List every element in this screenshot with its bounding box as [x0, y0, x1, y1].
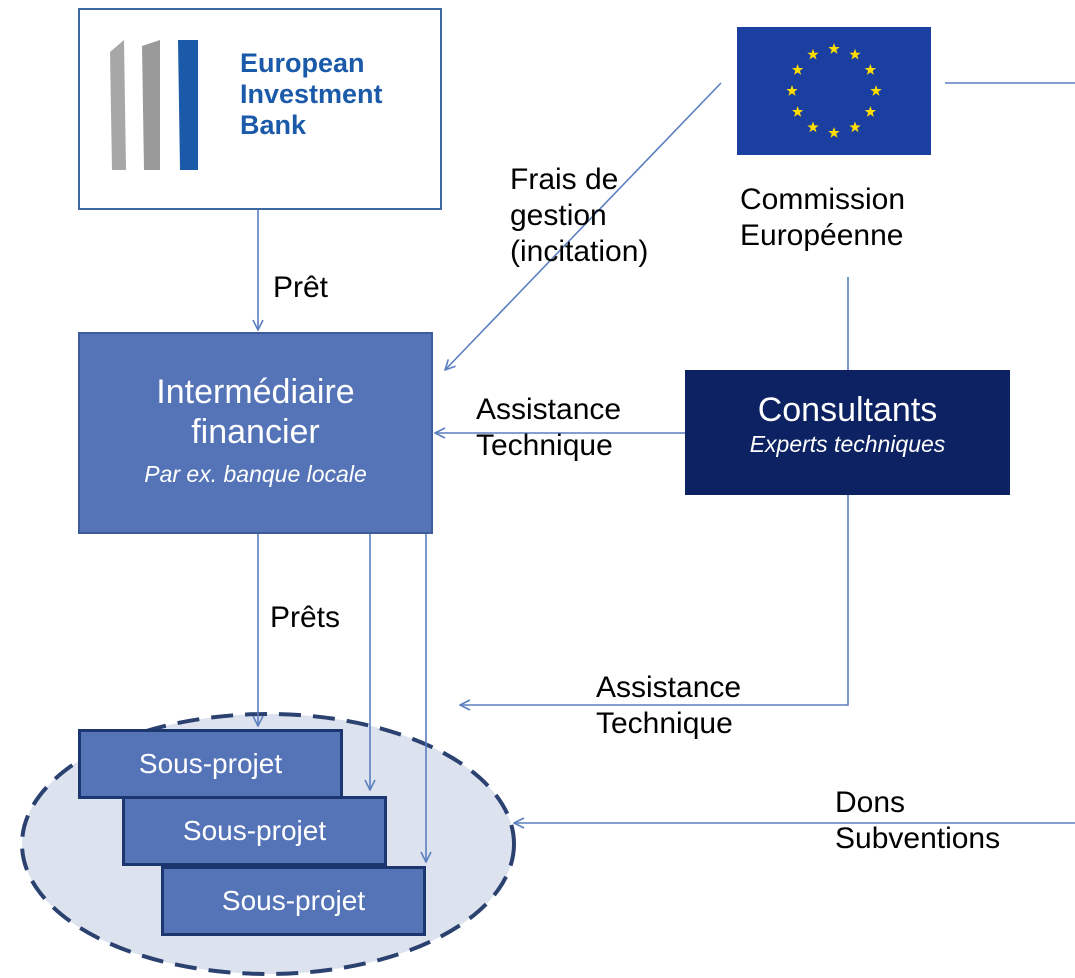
eib-logo-line: Bank — [240, 110, 307, 140]
subproject-box: Sous-projet — [78, 729, 343, 799]
prets-label: Prêts — [270, 601, 341, 634]
eu-star — [870, 85, 882, 96]
eu-star — [864, 106, 877, 117]
assistance-top-line: Technique — [476, 429, 613, 462]
subproject-box: Sous-projet — [161, 866, 426, 936]
pret-label: Prêt — [273, 271, 329, 304]
frais-label: Frais de gestion (incitation) — [510, 162, 648, 270]
eib-logo-box: European Investment Bank — [78, 8, 442, 210]
eu-star — [849, 48, 861, 60]
consultants-box: Consultants Experts techniques — [685, 370, 1010, 495]
dons-label: Dons Subventions — [835, 785, 1000, 857]
subproject-box: Sous-projet — [122, 796, 387, 866]
eu-star — [828, 127, 840, 138]
assistance-bottom-line: Technique — [596, 707, 733, 740]
dons-label-line: Subventions — [835, 822, 1001, 855]
assistance-bottom-label: Assistance Technique — [596, 670, 741, 742]
eib-logo-line: European — [240, 48, 365, 78]
assistance-top-label: Assistance Technique — [476, 392, 621, 464]
frais-label-line: (incitation) — [510, 235, 649, 268]
eib-logo-icon — [110, 40, 198, 170]
eu-star — [807, 121, 819, 133]
eu-star — [791, 106, 804, 117]
assistance-bottom-line: Assistance — [596, 671, 742, 704]
eu-star — [786, 85, 798, 96]
frais-label-line: Frais de — [510, 163, 619, 196]
eu-star — [791, 64, 804, 75]
eib-logo-text: European Investment Bank — [240, 48, 383, 141]
intermediary-subtitle: Par ex. banque locale — [144, 461, 367, 487]
eu-star — [807, 48, 819, 60]
consultants-subtitle: Experts techniques — [749, 431, 946, 457]
eu-star — [849, 121, 861, 133]
intermediary-box: Intermédiaire financier Par ex. banque l… — [78, 332, 433, 534]
connector-frais — [445, 82, 722, 370]
commission-label: Commission Européenne — [740, 182, 905, 254]
connector-assistance-bottom — [460, 495, 849, 705]
eu-star — [828, 43, 840, 54]
consultants-title: Consultants — [757, 391, 938, 429]
eib-logo-line: Investment — [240, 79, 383, 109]
eu-stars-icon — [786, 43, 882, 138]
commission-label-line: Européenne — [740, 219, 904, 252]
intermediary-title-line: financier — [191, 413, 320, 451]
commission-label-line: Commission — [740, 183, 906, 216]
intermediary-title-line: Intermédiaire — [156, 373, 355, 411]
frais-label-line: gestion — [510, 199, 607, 232]
assistance-top-line: Assistance — [476, 393, 622, 426]
eu-star — [864, 64, 877, 75]
dons-label-line: Dons — [835, 786, 906, 819]
eu-flag — [737, 27, 931, 155]
